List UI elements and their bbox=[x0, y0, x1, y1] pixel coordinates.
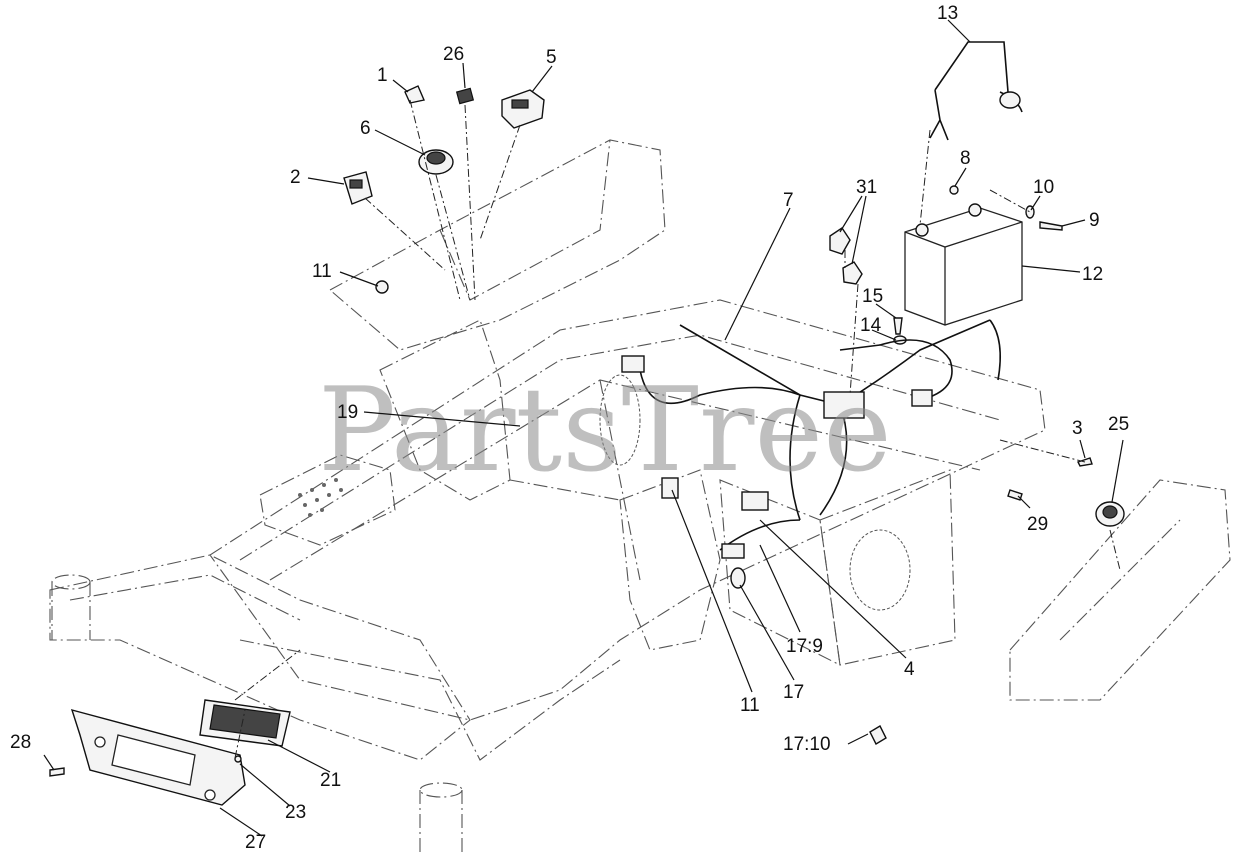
callout-11-lower: 11 bbox=[740, 695, 760, 716]
ignition-switch-part bbox=[418, 149, 454, 175]
callout-12: 12 bbox=[1082, 264, 1103, 285]
callout-17-10: 17:10 bbox=[783, 734, 831, 755]
leader-lines bbox=[43, 19, 1124, 837]
callout-6: 6 bbox=[360, 118, 371, 139]
bolt-part-15 bbox=[893, 317, 903, 335]
screw-part-23 bbox=[234, 755, 242, 763]
fuse-block-part bbox=[661, 477, 679, 499]
bolt-part bbox=[949, 185, 959, 195]
screw-part bbox=[1039, 221, 1063, 231]
callout-1: 1 bbox=[377, 65, 388, 86]
callout-25: 25 bbox=[1108, 414, 1129, 435]
relay-part bbox=[730, 567, 746, 589]
light-bezel-part bbox=[70, 708, 246, 806]
watermark-text: PartsTree bbox=[318, 363, 892, 498]
callout-4: 4 bbox=[904, 659, 915, 680]
work-light-part bbox=[199, 699, 291, 747]
callout-23: 23 bbox=[285, 802, 306, 823]
callout-27: 27 bbox=[245, 832, 266, 853]
mower-frame bbox=[49, 139, 1231, 855]
screw-part-29 bbox=[1007, 489, 1023, 501]
callout-10: 10 bbox=[1033, 177, 1054, 198]
step-plate-holes bbox=[298, 478, 343, 517]
screw-part-28 bbox=[49, 767, 65, 777]
callout-17: 17 bbox=[783, 682, 804, 703]
rocker-switch-part bbox=[343, 171, 373, 205]
callout-7: 7 bbox=[783, 190, 794, 211]
rod-knob-part bbox=[999, 91, 1021, 109]
callout-29: 29 bbox=[1027, 514, 1048, 535]
callout-3: 3 bbox=[1072, 418, 1083, 439]
wiring-harness bbox=[621, 319, 1001, 559]
callout-11-upper: 11 bbox=[312, 261, 332, 282]
callout-2: 2 bbox=[290, 167, 301, 188]
grommet-part bbox=[404, 85, 425, 104]
connector-part bbox=[375, 280, 389, 294]
callout-31: 31 bbox=[856, 177, 877, 198]
hold-down-rod-part bbox=[929, 41, 1023, 141]
callout-28: 28 bbox=[10, 732, 31, 753]
callout-9: 9 bbox=[1089, 210, 1100, 231]
battery-part bbox=[904, 203, 1023, 326]
callout-8: 8 bbox=[960, 148, 971, 169]
switch-box-part bbox=[501, 89, 545, 129]
callout-17-9: 17:9 bbox=[786, 636, 823, 657]
small-switch-part bbox=[455, 87, 475, 105]
terminal-cover-part bbox=[829, 227, 851, 255]
fuse-part bbox=[869, 725, 887, 745]
power-outlet-part bbox=[1095, 501, 1125, 527]
front-posts bbox=[51, 374, 911, 798]
callout-13: 13 bbox=[937, 3, 958, 24]
callout-19: 19 bbox=[337, 402, 358, 423]
callout-21: 21 bbox=[320, 770, 341, 791]
explode-lines bbox=[234, 99, 1121, 759]
callout-labels: 1 26 5 6 2 11 13 8 10 9 31 7 12 15 14 19… bbox=[10, 3, 1129, 853]
terminal-cover-part-2 bbox=[842, 261, 863, 285]
callout-15: 15 bbox=[862, 286, 883, 307]
callout-5: 5 bbox=[546, 47, 557, 68]
callout-14: 14 bbox=[860, 315, 882, 336]
callout-26: 26 bbox=[443, 44, 464, 65]
